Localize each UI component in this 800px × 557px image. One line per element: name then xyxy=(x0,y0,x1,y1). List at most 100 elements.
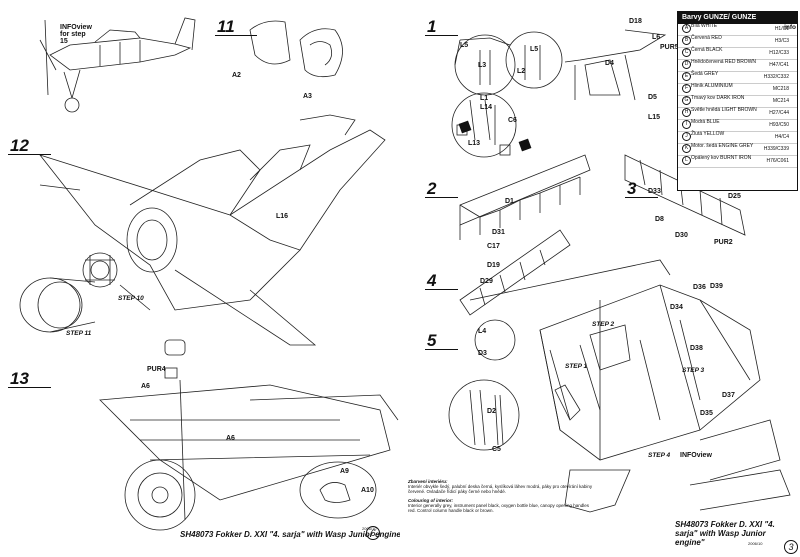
seat-assembly-drawing xyxy=(451,29,667,158)
colour-code: MC214 xyxy=(772,98,789,104)
colour-name: Modrá BLUE xyxy=(691,119,720,125)
part-label: D36 xyxy=(693,284,706,291)
wing-underside-drawing xyxy=(99,339,399,531)
part-label: A3 xyxy=(303,93,312,100)
right-line-drawings xyxy=(448,29,791,513)
part-label: L13 xyxy=(468,140,481,147)
part-label: A6 xyxy=(141,383,150,390)
colour-letter: E xyxy=(682,72,691,81)
colour-name: Motor. šedá ENGINE GREY xyxy=(691,143,754,149)
colour-name: Opálený kov BURNT IRON xyxy=(691,155,752,161)
page-footer: SH48073 Fokker D. XXI "4. sarja" with Wa… xyxy=(675,520,775,547)
colour-letter: C xyxy=(682,48,691,57)
part-label: D30 xyxy=(675,232,688,239)
colour-letter: G xyxy=(682,96,691,105)
colour-letter: F xyxy=(682,84,691,93)
notes-text-en: Interior generally grey, instrument pane… xyxy=(408,502,590,514)
part-label: D35 xyxy=(700,410,713,417)
part-label: C17 xyxy=(487,243,500,250)
part-label: D33 xyxy=(648,188,661,195)
colour-name: Šedá GREY xyxy=(691,71,719,77)
step-reference: STEP 10 xyxy=(118,295,144,302)
fuselage-frame-drawing xyxy=(459,154,746,316)
infoview-note: INFOview for step 15 xyxy=(60,24,92,45)
colour-code: H93/C50 xyxy=(769,122,789,128)
part-label: D8 xyxy=(655,216,664,223)
step-reference: STEP 2 xyxy=(592,321,615,328)
part-label: C6 xyxy=(508,117,517,124)
colour-letter: D xyxy=(682,60,691,69)
step-1-heading: 1 xyxy=(425,18,459,36)
part-label: D25 xyxy=(728,193,741,200)
part-label: C5 xyxy=(492,446,501,453)
colour-code: H76/C061 xyxy=(766,158,789,164)
colour-name: Hliník ALUMINIUM xyxy=(691,83,733,89)
notes-title-en: Colouring of interior: xyxy=(408,497,453,503)
colour-name: Světle hnědá LIGHT BROWN xyxy=(691,107,757,113)
colour-letter: J xyxy=(682,132,691,141)
part-label: D5 xyxy=(648,94,657,101)
colour-letter: H xyxy=(682,108,691,117)
part-label: L2 xyxy=(517,68,526,75)
info-tag: info xyxy=(784,24,796,31)
step-11-heading: 11 xyxy=(215,18,257,36)
colour-code: H1/C1 xyxy=(774,26,789,32)
cockpit-frame-drawing xyxy=(448,284,791,513)
colour-table-title: Barvy GUNZE/ GUNZE xyxy=(678,12,797,24)
part-label: L4 xyxy=(478,328,487,335)
part-label: D2 xyxy=(487,408,496,415)
part-label: D29 xyxy=(480,278,493,285)
colour-code: MC218 xyxy=(772,86,789,92)
colour-name: Tmavý kov DARK IRON xyxy=(691,95,745,101)
part-label: PUR4 xyxy=(147,366,166,373)
notes-text-cz: Interiér obvykle šedý, palubní deska čer… xyxy=(408,484,593,495)
part-label: D19 xyxy=(487,262,500,269)
step-reference: STEP 4 xyxy=(648,452,671,459)
colour-code: H12/C33 xyxy=(769,50,789,56)
colour-code: H47/C41 xyxy=(769,62,789,68)
colour-name: Bílá WHITE xyxy=(691,23,718,29)
part-label: PUR5 xyxy=(660,44,679,51)
part-label: PUR2 xyxy=(714,239,733,246)
colour-code: H3/C3 xyxy=(774,38,789,44)
side-view-aircraft-drawing xyxy=(39,17,196,113)
footer-code: 2006/10 xyxy=(748,541,763,546)
part-label: A6 xyxy=(226,435,235,442)
part-label: D18 xyxy=(629,18,642,25)
step-reference: STEP 11 xyxy=(66,330,92,337)
colour-code: H4/C4 xyxy=(774,134,789,140)
step-3-heading: 3 xyxy=(625,180,659,198)
part-label: L15 xyxy=(648,114,661,121)
engine-drawing xyxy=(19,252,118,333)
part-label: A10 xyxy=(361,487,374,494)
left-instruction-page: 11 12 13 INFOview for step 15 A2 A3 L16 … xyxy=(8,17,405,540)
part-label: L14 xyxy=(480,104,493,111)
step-reference: STEP 1 xyxy=(565,363,588,370)
step-2-heading: 2 xyxy=(425,180,459,198)
part-label: L6 xyxy=(652,34,661,41)
colour-code: H332/C332 xyxy=(763,74,789,80)
colour-letter: L xyxy=(682,156,691,165)
part-label: D1 xyxy=(505,198,514,205)
main-aircraft-drawing xyxy=(38,114,386,346)
colour-code: H27/C44 xyxy=(769,110,789,116)
colour-name: Červená RED xyxy=(691,35,722,41)
part-label: D4 xyxy=(605,60,614,67)
part-label: A9 xyxy=(340,468,349,475)
step-reference: STEP 3 xyxy=(682,367,705,374)
colour-letter: A xyxy=(682,24,691,33)
part-label: D39 xyxy=(710,283,723,290)
